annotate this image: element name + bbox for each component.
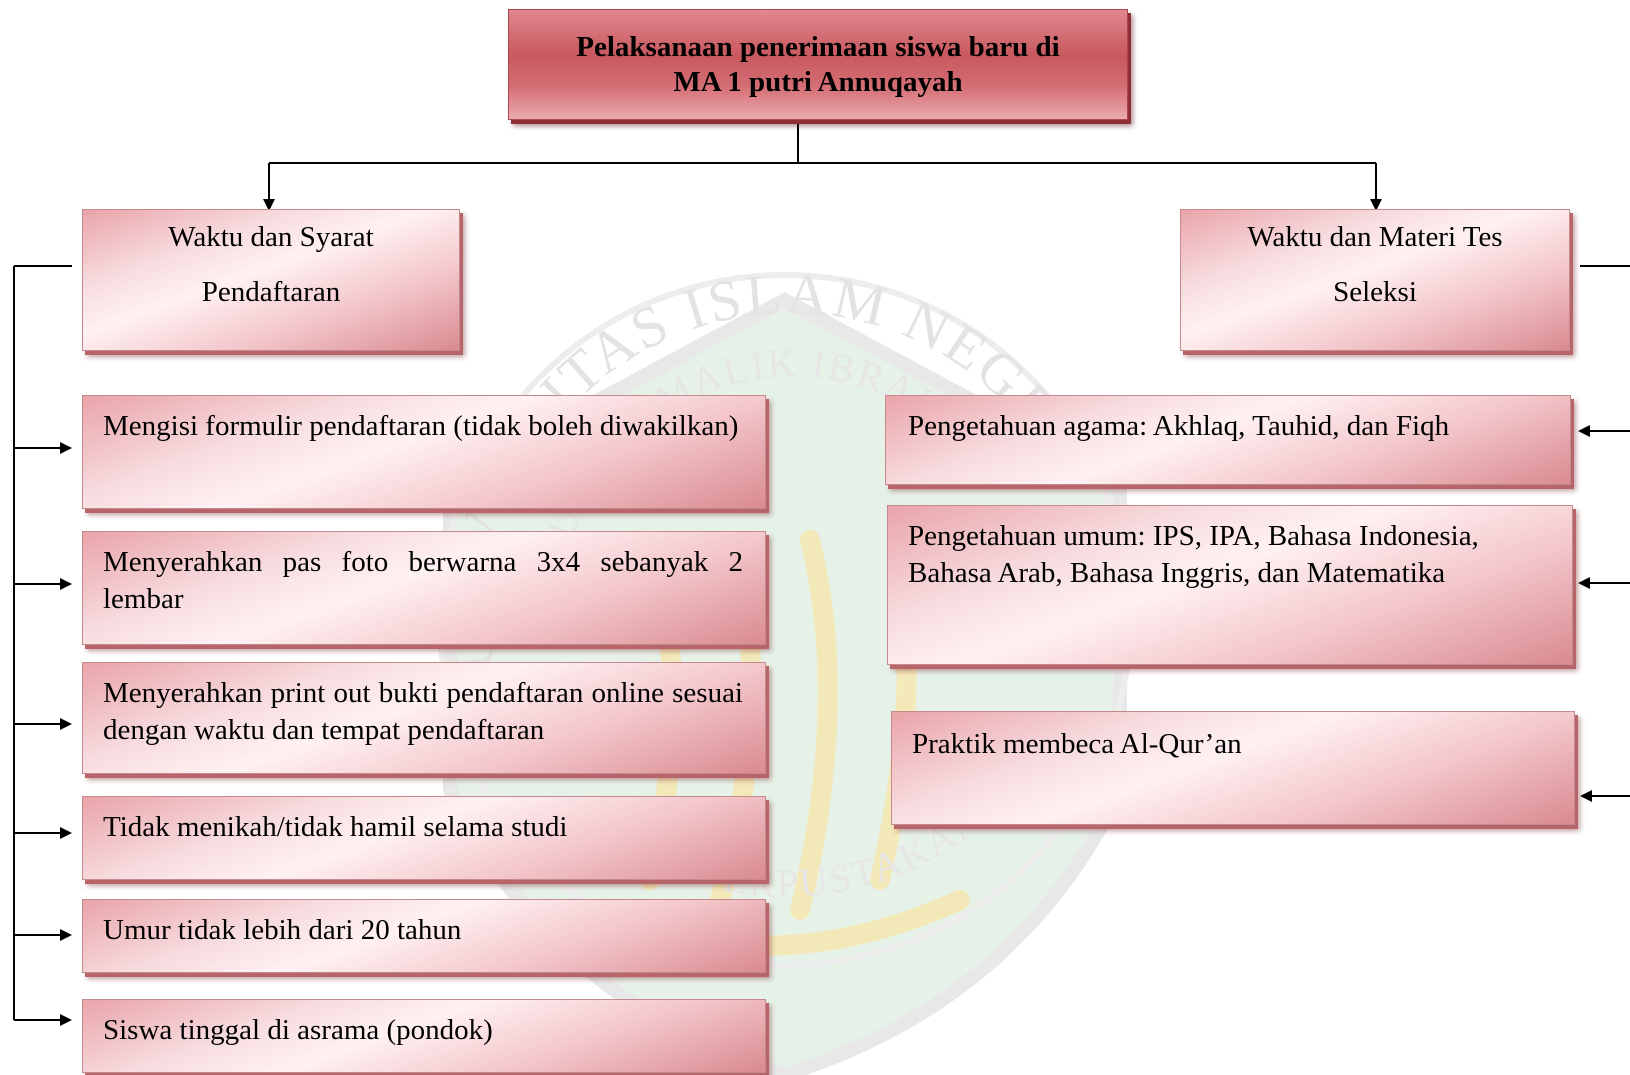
right-heading-box: Waktu dan Materi Tes Seleksi [1180, 209, 1570, 351]
left-heading: Waktu dan Syarat Pendaftaran [168, 221, 374, 308]
left-item-box: Mengisi formulir pendaftaran (tidak bole… [82, 395, 766, 509]
left-item-text: Tidak menikah/tidak hamil selama studi [103, 811, 568, 843]
right-item-text: Praktik membeca Al-Qur’an [912, 728, 1242, 760]
right-heading: Waktu dan Materi Tes Seleksi [1247, 221, 1503, 308]
diagram-title: Pelaksanaan penerimaan siswa baru di MA … [576, 30, 1060, 98]
right-item-text: Pengetahuan agama: Akhlaq, Tauhid, dan F… [908, 410, 1450, 442]
left-item-text: Siswa tinggal di asrama (pondok) [103, 1014, 493, 1046]
left-item-box: Siswa tinggal di asrama (pondok) [82, 999, 766, 1073]
left-item-box: Menyerahkan print out bukti pendaftaran … [82, 662, 766, 774]
right-item-text: Pengetahuan umum: IPS, IPA, Bahasa Indon… [908, 520, 1479, 589]
right-item-box: Pengetahuan umum: IPS, IPA, Bahasa Indon… [887, 505, 1573, 665]
right-item-box: Pengetahuan agama: Akhlaq, Tauhid, dan F… [885, 395, 1571, 485]
right-item-box: Praktik membeca Al-Qur’an [891, 711, 1575, 825]
diagram-title-box: Pelaksanaan penerimaan siswa baru di MA … [508, 9, 1128, 120]
left-item-box: Umur tidak lebih dari 20 tahun [82, 899, 766, 973]
left-item-text: Menyerahkan print out bukti pendaftaran … [103, 677, 743, 746]
left-item-text: Mengisi formulir pendaftaran (tidak bole… [103, 410, 739, 442]
left-item-box: Menyerahkan pas foto berwarna 3x4 sebany… [82, 531, 766, 645]
left-item-text: Menyerahkan pas foto berwarna 3x4 sebany… [103, 546, 743, 615]
left-item-text: Umur tidak lebih dari 20 tahun [103, 914, 462, 946]
left-heading-box: Waktu dan Syarat Pendaftaran [82, 209, 460, 351]
left-item-box: Tidak menikah/tidak hamil selama studi [82, 796, 766, 880]
